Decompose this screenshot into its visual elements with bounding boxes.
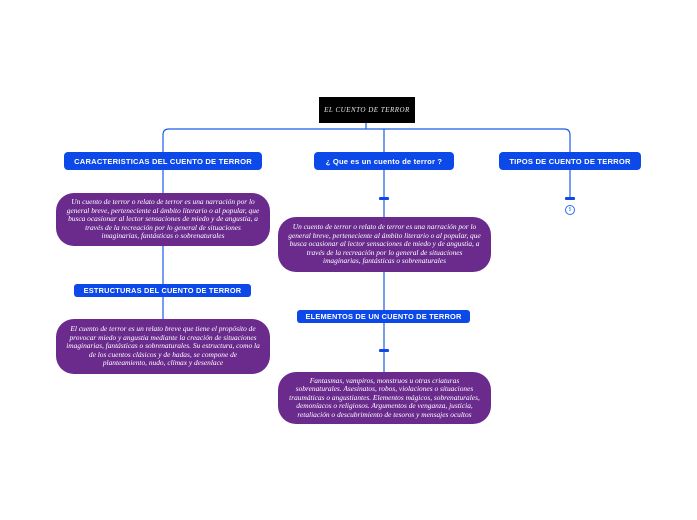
collapsed-count-badge[interactable]: 5 [565,205,575,215]
collapse-marker[interactable] [379,197,389,200]
subtopic-estructuras[interactable]: ESTRUCTURAS DEL CUENTO DE TERROR [74,284,251,297]
connector-root-bus [162,122,571,152]
note-estructura[interactable]: El cuento de terror es un relato breve q… [56,319,270,374]
collapse-marker[interactable] [565,197,575,200]
collapse-marker[interactable] [379,349,389,352]
note-definicion-middle[interactable]: Un cuento de terror o relato de terror e… [278,217,491,272]
topic-que-es[interactable]: ¿ Que es un cuento de terror ? [314,152,454,170]
note-elementos[interactable]: Fantasmas, vampiros, monstruos u otras c… [278,372,491,424]
subtopic-elementos[interactable]: ELEMENTOS DE UN CUENTO DE TERROR [297,310,470,323]
topic-caracteristicas[interactable]: CARACTERISTICAS DEL CUENTO DE TERROR [64,152,262,170]
topic-tipos[interactable]: TIPOS DE CUENTO DE TERROR [499,152,641,170]
root-title[interactable]: EL CUENTO DE TERROR [319,97,415,123]
note-definicion-left[interactable]: Un cuento de terror o relato de terror e… [56,193,270,246]
